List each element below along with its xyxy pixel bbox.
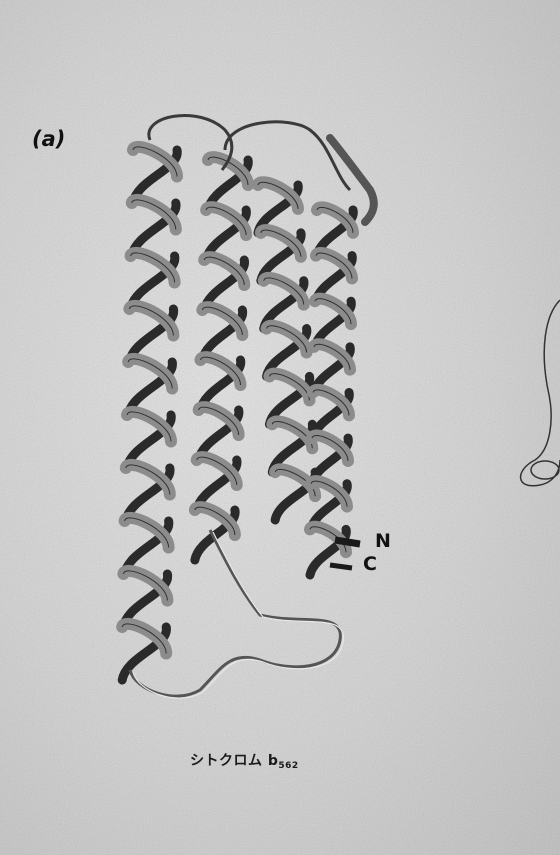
panel-label: (a): [32, 127, 65, 151]
caption-subscript: 562: [278, 761, 298, 771]
c-terminus-label: C: [363, 553, 377, 575]
n-terminus-label: N: [375, 530, 391, 552]
helix-bundle: [122, 147, 353, 680]
edge-loop-ring: [531, 461, 559, 479]
c-terminus-stub: [330, 565, 352, 568]
edge-loop-fragment: [521, 300, 560, 486]
n-terminus-stub: [335, 540, 360, 544]
caption-text: シトクロム b: [190, 753, 278, 769]
helix-3: [258, 182, 315, 520]
helix-4: [310, 207, 353, 575]
figure-caption: シトクロム b562: [190, 750, 299, 771]
bottom-loop-inner: [133, 532, 343, 698]
helix-1: [122, 147, 177, 680]
helix-2: [195, 157, 248, 560]
bottom-loop: [130, 530, 340, 696]
